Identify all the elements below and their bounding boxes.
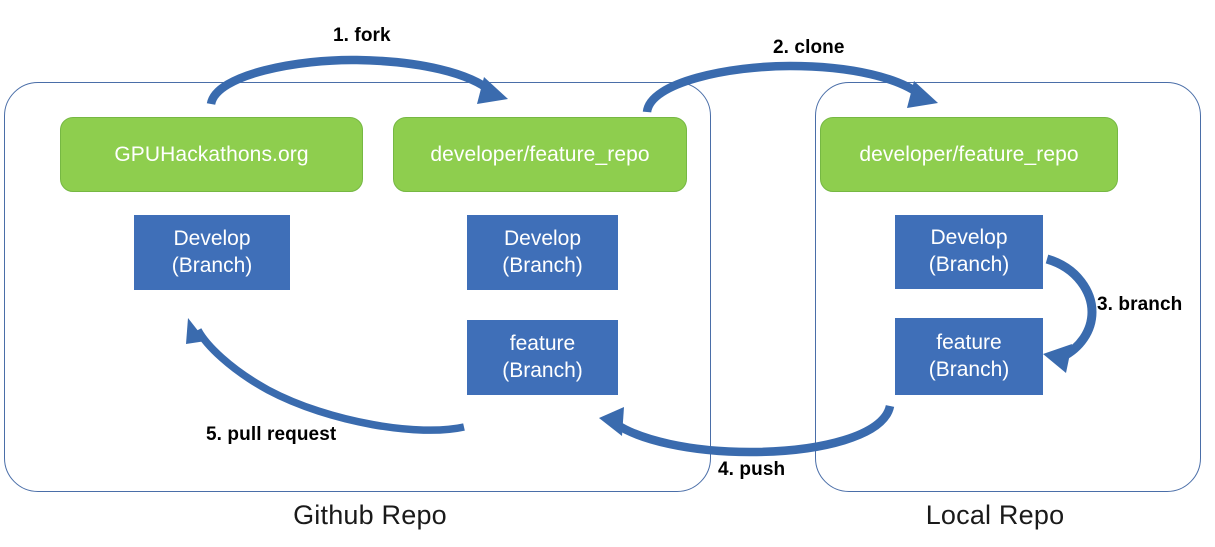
node-local-feature[interactable]: feature (Branch) [895,318,1043,395]
node-fork-develop-line1: Develop [503,226,582,250]
node-fork-develop-line2: (Branch) [502,253,583,277]
node-fork-develop[interactable]: Develop (Branch) [467,215,618,290]
node-fork-feature-line1: feature [509,331,576,355]
node-fork-feature-line2: (Branch) [502,358,583,382]
node-local-feature-line2: (Branch) [928,357,1010,381]
node-local-develop-line1: Develop [930,226,1008,250]
node-fork-repo[interactable]: developer/feature_repo [393,117,687,192]
step-label-push: 4. push [718,459,786,480]
node-fork-repo-label: developer/feature_repo [430,142,650,166]
node-github-develop-line2: (Branch) [171,253,253,277]
github-repo-caption: Github Repo [293,500,447,530]
step-label-fork: 1. fork [333,25,391,46]
node-github-develop-line1: Develop [173,226,251,250]
step-label-branch: 3. branch [1097,294,1183,315]
step-label-pull-request: 5. pull request [206,424,337,445]
node-upstream-repo[interactable]: GPUHackathons.org [60,117,363,192]
node-local-repo[interactable]: developer/feature_repo [820,117,1118,192]
local-repo-caption: Local Repo [925,500,1065,530]
node-fork-feature[interactable]: feature (Branch) [467,320,618,395]
node-local-feature-line1: feature [936,330,1002,354]
node-upstream-repo-label: GPUHackathons.org [114,142,309,166]
node-local-develop-line2: (Branch) [928,253,1010,276]
node-local-repo-label: developer/feature_repo [859,142,1079,166]
step-label-clone: 2. clone [773,37,845,58]
node-github-develop[interactable]: Develop (Branch) [134,215,290,290]
node-local-develop[interactable]: Develop (Branch) [895,215,1043,289]
local-repo-container [815,82,1201,492]
